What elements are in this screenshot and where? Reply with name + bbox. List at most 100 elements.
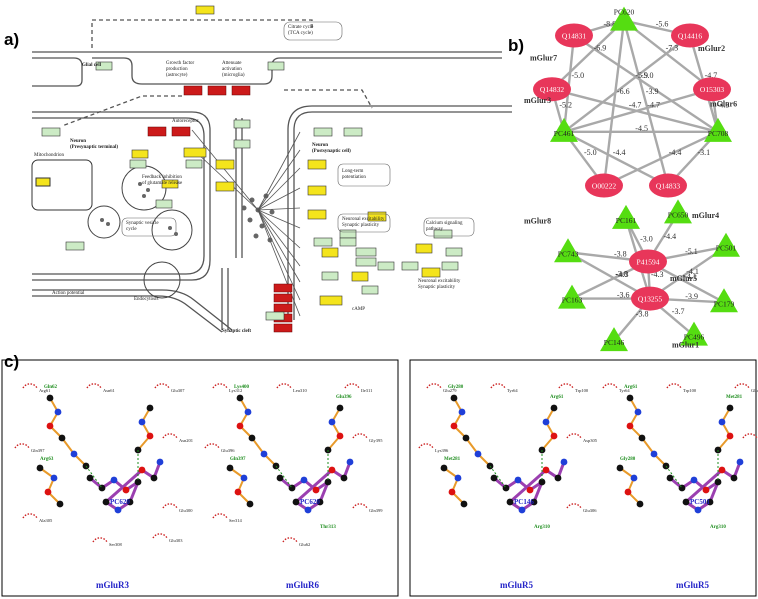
residue-atom (50, 474, 58, 482)
residue-atom (146, 404, 154, 412)
svg-text:Endocytosis: Endocytosis (134, 297, 158, 302)
residue-atom (146, 432, 154, 440)
hydrophobic-contact (426, 383, 442, 389)
hbond-residue-label: Gly280 (620, 457, 636, 462)
edge-weight-label: -4.3 (651, 270, 664, 279)
ligand-atom (490, 474, 498, 482)
edge-weight-label: -5.0 (584, 148, 597, 157)
receptor-group-label: mGlur3 (524, 96, 551, 105)
hydrophobic-residue-label: Asn201 (179, 438, 193, 443)
edge-weight-label: -4.4 (669, 148, 682, 157)
node-label: PC501 (716, 244, 737, 253)
residue-atom (336, 404, 344, 412)
edge-weight-label: -4.4 (664, 232, 677, 241)
hbond-residue-label: Thr313 (320, 525, 336, 530)
svg-text:Growth factor: Growth factor (166, 61, 195, 66)
svg-text:(microglia): (microglia) (222, 73, 245, 78)
hydrophobic-residue-label: Glu306 (583, 508, 597, 513)
svg-text:Neuronal excitability: Neuronal excitability (418, 279, 461, 284)
hydrophobic-residue-label: Glu307 (171, 388, 185, 393)
ligand-atom (554, 474, 562, 482)
edge-weight-label: -4.7 (705, 71, 718, 80)
svg-text:Feedback inhibition: Feedback inhibition (142, 175, 182, 180)
receptor-label: mGluR3 (96, 580, 130, 590)
edge-weight-label: -5.1 (685, 247, 698, 256)
ligand-atom (542, 466, 550, 474)
edge-weight-label: -4.1 (684, 272, 697, 281)
hydrophobic-contact (204, 443, 220, 449)
receptor-group-label: mGlur4 (692, 211, 719, 220)
residue-atom (626, 422, 634, 430)
postsynaptic-membrane (287, 105, 512, 320)
ligand-atom (150, 474, 158, 482)
svg-text:Synaptic plasticity: Synaptic plasticity (342, 223, 380, 228)
ligand-atom (518, 506, 526, 514)
node-label: PC620 (614, 8, 635, 17)
ligand-atom (324, 478, 332, 486)
receptor-group-label: mGlur8 (524, 216, 551, 225)
presynaptic-label: Neuron (70, 139, 86, 144)
svg-text:activation: activation (222, 67, 242, 72)
network-edge (551, 88, 719, 133)
protein-node (629, 249, 667, 274)
residue-atom (248, 434, 256, 442)
edge-weight-label: -3.6 (617, 291, 630, 300)
edge-weight-label: -4.3 (717, 100, 730, 109)
svg-text:(Postsynaptic cell): (Postsynaptic cell) (312, 149, 351, 154)
edge-weight-label: -4.4 (613, 148, 626, 157)
ligand-label: PC146 (514, 498, 534, 506)
panel-c-label: c) (4, 352, 20, 371)
svg-text:Citrate cycle: Citrate cycle (288, 25, 314, 30)
residue-atom (616, 464, 624, 472)
hydrophobic-residue-label: Trp100 (683, 388, 697, 393)
panel-b-label: b) (508, 36, 525, 55)
receptor-group-label: mGlur6 (710, 100, 737, 109)
hydrophobic-residue-label: Glu279 (443, 388, 457, 393)
ligand-atom (506, 498, 514, 506)
residue-atom (474, 450, 482, 458)
residue-atom (328, 418, 336, 426)
hbond-residue-label: Arg310 (710, 525, 726, 530)
hydrophobic-residue-label: Lys312 (229, 388, 242, 393)
ligand-atom (706, 498, 714, 506)
hbond-residue-label: Met281 (726, 395, 743, 400)
ligand-atom (126, 498, 134, 506)
residue-atom (54, 408, 62, 416)
ligand-atom (328, 466, 336, 474)
hydrophobic-contact (282, 537, 298, 543)
hydrophobic-contact (602, 383, 618, 389)
ligand-atom (316, 498, 324, 506)
network-edge (603, 130, 719, 187)
edge-weight-label: -3.9 (646, 87, 659, 96)
docking-panel: Tyr64Trp100Glu279Glu306Arg61Gly280Met281… (602, 383, 758, 590)
synaptic-vesicle (151, 209, 193, 251)
receptor-group-label: mGlur2 (698, 44, 725, 53)
hbond-residue-label: Arg310 (534, 525, 550, 530)
hydrophobic-contact (86, 383, 102, 389)
edge-weight-label: -4.7 (629, 100, 642, 109)
presynaptic-membrane (32, 111, 211, 281)
interaction-network: -8.8-5.6-6.9-7.3-6.6-3.9-5.2-5.0-5.9-4.7… (524, 6, 740, 352)
ligand-atom (276, 474, 284, 482)
residue-atom (624, 488, 632, 496)
residue-atom (460, 500, 468, 508)
protein-node (693, 77, 731, 102)
ligand-atom (86, 474, 94, 482)
ligand-atom (714, 478, 722, 486)
hbond-residue-label: Arg61 (550, 395, 564, 400)
node-label: PC179 (714, 299, 735, 308)
network-edge (562, 35, 576, 132)
hydrophobic-residue-label: Trp100 (575, 388, 589, 393)
residue-atom (226, 464, 234, 472)
residue-atom (454, 474, 462, 482)
ligand-atom (346, 458, 354, 466)
residue-atom (244, 408, 252, 416)
edge-weight-label: -5.0 (572, 71, 585, 80)
hydrophobic-contact (734, 383, 750, 389)
hydrophobic-contact (162, 503, 178, 509)
synaptic-cleft-label: Synaptic cleft (222, 329, 251, 334)
hydrophobic-residue-label: Tyr64 (619, 388, 630, 393)
edge-weight-label: -4.3 (616, 270, 629, 279)
residue-atom (726, 432, 734, 440)
